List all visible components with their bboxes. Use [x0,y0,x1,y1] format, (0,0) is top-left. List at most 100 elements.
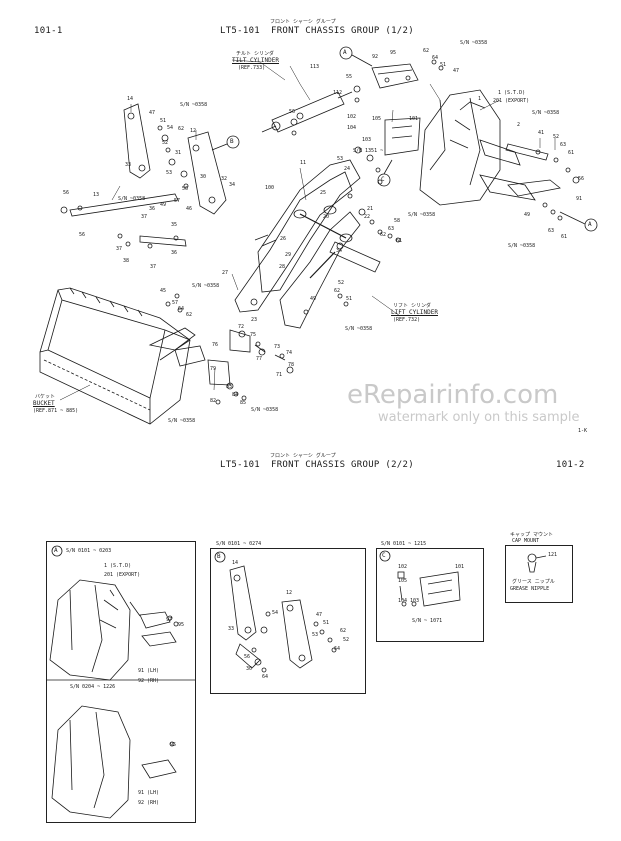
part-number: 121 [548,552,558,558]
part-number: 47 [316,612,323,618]
part-number: 62 [340,628,347,634]
panel-a-sn-2: S/N 0204 ~ 1226 [70,684,116,690]
sheet1-code: LT5-101 [220,26,261,36]
sn-label: S/N ~0358 [460,40,488,46]
part-number: 49 [524,212,531,218]
part-number: 51 [440,62,447,68]
part-number: 56 [63,190,70,196]
bucket-kana: バケット [35,394,56,400]
part-number: 56 [289,109,296,115]
panel-b-sn: S/N 0101 ~ 0274 [216,541,262,547]
part-number: 71 [276,372,283,378]
part-number: 83 [226,384,233,390]
part-number: 73 [274,344,281,350]
part-number: 52 [162,140,169,146]
bucket-label: BUCKET [33,400,55,407]
sn-label: S/N ~0358 [192,283,220,289]
part-number: 34 [229,182,236,188]
part-number: 101 [455,564,465,570]
sn-label: S/N ~0358 [251,407,279,413]
panel-a-letter: A [54,547,58,554]
part-number: 77 [256,356,263,362]
part-number: 21 [367,206,374,212]
tilt-cylinder-ref: (REF.733) [238,65,266,71]
part-number: 62 [178,126,185,132]
sn-label: S/N ~0358 [532,110,560,116]
part-number: 95 [170,742,177,748]
part-number: 61 [561,234,568,240]
part-number: 84 [232,392,239,398]
panel-cap [505,545,573,603]
part-number: 51 [160,118,167,124]
watermark-site: eRepairinfo.com [347,380,559,410]
panel-c-letter: C [382,552,386,559]
frame-std-label: 1 (S.T.D) [498,90,526,96]
bucket-ref: (REF.871 ~ 885) [33,408,79,414]
part-number: 92 (RH) [138,800,160,806]
sheet2-title: FRONT CHASSIS GROUP (2/2) [271,460,414,470]
part-number: 104 [347,125,357,131]
part-number: 26 [280,236,287,242]
part-number: 53 [166,170,173,176]
lift-cylinder-label: LIFT CYLINDER [391,309,438,316]
part-number: 113 [310,64,320,70]
frame-export-label: 201 (EXPORT) [493,98,530,104]
part-number: 64 [262,674,269,680]
part-number: 91 (LH) [138,668,160,674]
part-number: 34 [336,248,343,254]
part-number: 57 [174,198,181,204]
part-number: 105 [398,578,408,584]
part-number: 101 [409,116,419,122]
part-number: 112 [333,90,343,96]
sheet2-code: LT5-101 [220,460,261,470]
part-number: 1 [478,96,482,102]
part-number: 36 [149,206,156,212]
part-number: 53 [312,632,319,638]
part-number: 56 [244,654,251,660]
part-number: 27 [222,270,229,276]
sn-label: S/N ~0358 [408,212,436,218]
grease-nipple-kana: グリース ニップル [512,579,555,585]
sheet2-page-number: 101-2 [556,460,585,470]
panel-b [210,548,366,694]
sheet2-corner: 1-K [578,428,588,434]
panel-b-letter: B [217,553,221,560]
part-number: 14 [127,96,134,102]
part-number: 24 [344,166,351,172]
panel-a-sn: S/N 0101 ~ 0203 [66,548,112,554]
part-number: 33 [125,162,132,168]
part-number: 56 [79,232,86,238]
lift-cylinder-kana: リフト シリンダ [393,303,432,309]
part-number: 30 [246,666,253,672]
panel-a-std: 1 (S.T.D) [104,563,132,569]
tilt-cylinder-label: TILT CYLINDER [232,57,279,64]
part-number: 56 [182,186,189,192]
tilt-cylinder-kana: チルト シリンダ [236,51,275,57]
panel-c [376,548,484,642]
part-number: 102 [398,564,408,570]
part-number: 22 [364,214,371,220]
part-number: 51 [323,620,330,626]
part-number: 64 [334,646,341,652]
sn-label: S/N 1351 ~ [353,148,384,154]
part-number: 45 [160,288,167,294]
part-number: 62 [334,288,341,294]
lift-cylinder-ref: (REF.732) [393,317,421,323]
part-number: 95 [178,622,185,628]
part-number: 13 [93,192,100,198]
panel-c-sn-bottom: S/N ~ 1071 [412,618,443,624]
part-number: 63 [548,228,555,234]
part-number: 31 [175,150,182,156]
callout-a-top: A [343,49,347,56]
part-number: 62 [423,48,430,54]
part-number: 20 [323,214,330,220]
panel-a-export: 201 (EXPORT) [104,572,141,578]
part-number: 37 [150,264,157,270]
cap-mount-label: CAP MOUNT [512,538,540,544]
part-number: 63 [560,142,567,148]
part-number: 85 [240,400,247,406]
sheet1-exploded-diagram [39,46,598,425]
part-number: 46 [186,206,193,212]
